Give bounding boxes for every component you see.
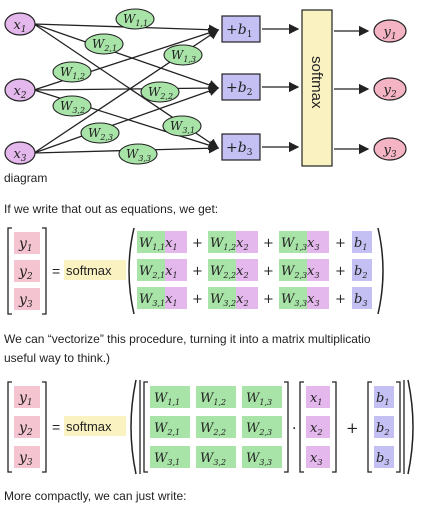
paragraph-equations: If we write that out as equations, we ge…: [4, 202, 219, 216]
weight-nodes: [52, 8, 203, 165]
weight-node: [163, 44, 203, 66]
svg-text:+: +: [263, 236, 274, 251]
svg-text:+: +: [263, 264, 274, 279]
weight-node: [80, 122, 120, 144]
weight-node: [115, 8, 155, 30]
svg-text:+: +: [335, 292, 346, 307]
svg-text:+: +: [192, 264, 203, 279]
equals-sign: =: [52, 263, 60, 279]
paragraph-compact: More compactly, we can just write:: [4, 489, 187, 503]
diagram-caption: diagram: [4, 171, 48, 185]
bias-node: [221, 133, 261, 161]
paragraph-vectorize-1: We can “vectorize” this procedure, turni…: [4, 332, 371, 346]
network-diagram: x1 x2 x3 W1,1 W2,1 W1,3 W1,2 W2,2 W3,2 W…: [4, 8, 407, 167]
paragraph-vectorize-2: useful way to think.): [4, 351, 111, 365]
bias-node: [221, 15, 261, 43]
weight-node: [52, 95, 92, 117]
weight-node: [84, 33, 124, 55]
weight-node: [52, 61, 92, 83]
svg-text:W2,1x1: W2,1x1: [139, 264, 178, 280]
input-nodes: x1 x2 x3: [4, 12, 36, 165]
svg-text:W2,2x2: W2,2x2: [210, 264, 249, 280]
bias-nodes: [221, 15, 261, 161]
weight-node: [140, 81, 180, 103]
svg-text:W3,1x1: W3,1x1: [139, 292, 178, 308]
softmax-word: softmax: [66, 263, 112, 278]
svg-text:+: +: [192, 292, 203, 307]
svg-text:softmax: softmax: [66, 419, 112, 434]
bias-label: +b1: [226, 22, 252, 40]
softmax-label: softmax: [308, 56, 325, 109]
output-node: [373, 77, 407, 101]
weight-node: [162, 115, 202, 137]
svg-text:+: +: [335, 264, 346, 279]
softmax-box: [301, 9, 333, 167]
bias-label: +b3: [226, 140, 253, 158]
weight-node: [118, 143, 158, 165]
svg-text:W1,2x2: W1,2x2: [210, 236, 249, 252]
bias-label: +b2: [226, 80, 252, 98]
svg-text:+: +: [263, 292, 274, 307]
equation-expanded: y1 y2 y3 = softmax W1,1x1 + W1,2x2 + W1,…: [7, 227, 384, 315]
svg-text:W1,3x3: W1,3x3: [281, 236, 320, 252]
svg-text:W3,3x3: W3,3x3: [281, 292, 320, 308]
output-node: [373, 19, 407, 43]
svg-text:W3,2x2: W3,2x2: [210, 292, 249, 308]
svg-text:+: +: [192, 236, 203, 251]
output-node: [373, 137, 407, 161]
input-node: [4, 141, 36, 165]
svg-text:+: +: [335, 236, 346, 251]
svg-text:+: +: [346, 419, 359, 437]
input-node: [4, 78, 36, 102]
input-node: [4, 12, 36, 36]
equation-matrix: y1 y2 y3 = softmax W1,1 W1,2 W1,3 W2,1 W…: [7, 379, 414, 475]
svg-text:W1,1x1: W1,1x1: [139, 236, 178, 252]
bias-node: [221, 73, 261, 101]
svg-text:·: ·: [292, 421, 296, 437]
output-nodes: y1 y2 y3: [373, 19, 407, 161]
svg-text:W2,3x3: W2,3x3: [281, 264, 320, 280]
svg-text:=: =: [52, 419, 60, 435]
